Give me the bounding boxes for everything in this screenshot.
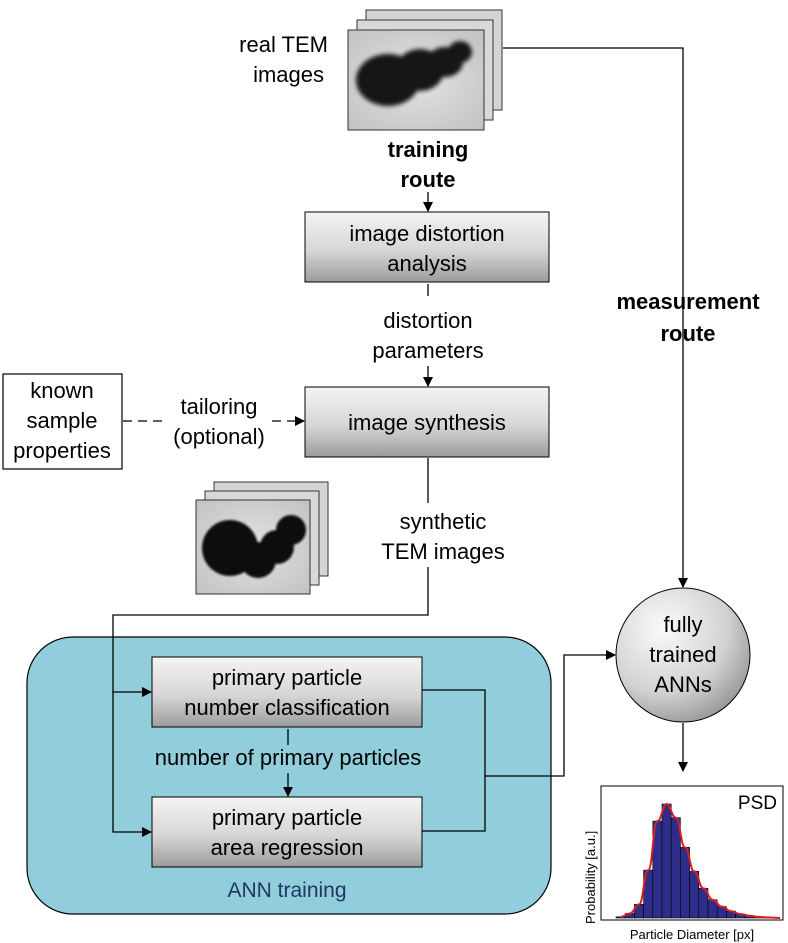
psd-xlabel: Particle Diameter [px] <box>630 927 754 942</box>
arrow-measurement-route <box>503 47 688 588</box>
distortion-parameters-label: parameters <box>372 338 483 363</box>
area-regression-label: area regression <box>211 835 364 860</box>
image-synthesis-box <box>304 386 550 458</box>
psd-histogram: PSD Probability [a.u.] Particle Diameter… <box>583 785 784 942</box>
image-distortion-label: analysis <box>387 251 466 276</box>
synthetic-tem-label: synthetic <box>400 509 487 534</box>
line-classification-out <box>422 689 486 776</box>
arrow-synthetic-to-regression <box>112 692 152 837</box>
fully-trained-label: fully <box>663 612 702 637</box>
number-classification-box <box>151 656 423 728</box>
psd-bars <box>615 803 773 919</box>
image-distortion-label: image distortion <box>349 221 504 246</box>
line-regression-out <box>422 776 486 832</box>
psd-bar <box>680 847 690 919</box>
training-route-label: training <box>388 137 469 162</box>
fully-trained-label: trained <box>649 642 716 667</box>
psd-bar <box>661 803 672 919</box>
arrow-ann-to-fully-trained <box>485 650 616 777</box>
ann-training-label: ANN training <box>227 879 346 902</box>
real-tem-images-stack <box>347 9 503 131</box>
synthetic-tem-images-stack <box>195 481 329 595</box>
real-tem-label: real TEM <box>239 32 328 57</box>
known-sample-properties-box <box>2 373 123 470</box>
synthetic-tem-label: TEM images <box>381 539 504 564</box>
fully-trained-anns-node <box>615 587 751 723</box>
image-distortion-analysis-box <box>304 211 550 283</box>
image-synthesis-label: image synthesis <box>348 410 506 435</box>
distortion-parameters-label: distortion <box>383 308 472 333</box>
real-tem-label: images <box>253 62 324 87</box>
measurement-route-label: route <box>661 321 716 346</box>
tailoring-label: tailoring <box>180 394 257 419</box>
measurement-route-label: measurement <box>616 289 760 314</box>
known-sample-label: known <box>30 378 94 403</box>
known-sample-label: sample <box>27 408 98 433</box>
arrow-synthetic-to-classification <box>112 567 429 697</box>
psd-bar <box>670 817 681 919</box>
psd-fit-curve <box>620 802 781 919</box>
psd-title: PSD <box>738 793 777 814</box>
area-regression-label: primary particle <box>212 805 362 830</box>
tailoring-label: (optional) <box>173 424 265 449</box>
training-route-label: route <box>401 167 456 192</box>
number-of-primary-particles-label: number of primary particles <box>155 745 422 770</box>
fully-trained-label: ANNs <box>654 672 711 697</box>
number-classification-label: number classification <box>184 695 389 720</box>
psd-ylabel: Probability [a.u.] <box>583 831 598 924</box>
area-regression-box <box>151 796 423 868</box>
number-classification-label: primary particle <box>212 665 362 690</box>
connectors <box>112 47 688 837</box>
known-sample-label: properties <box>13 438 111 463</box>
